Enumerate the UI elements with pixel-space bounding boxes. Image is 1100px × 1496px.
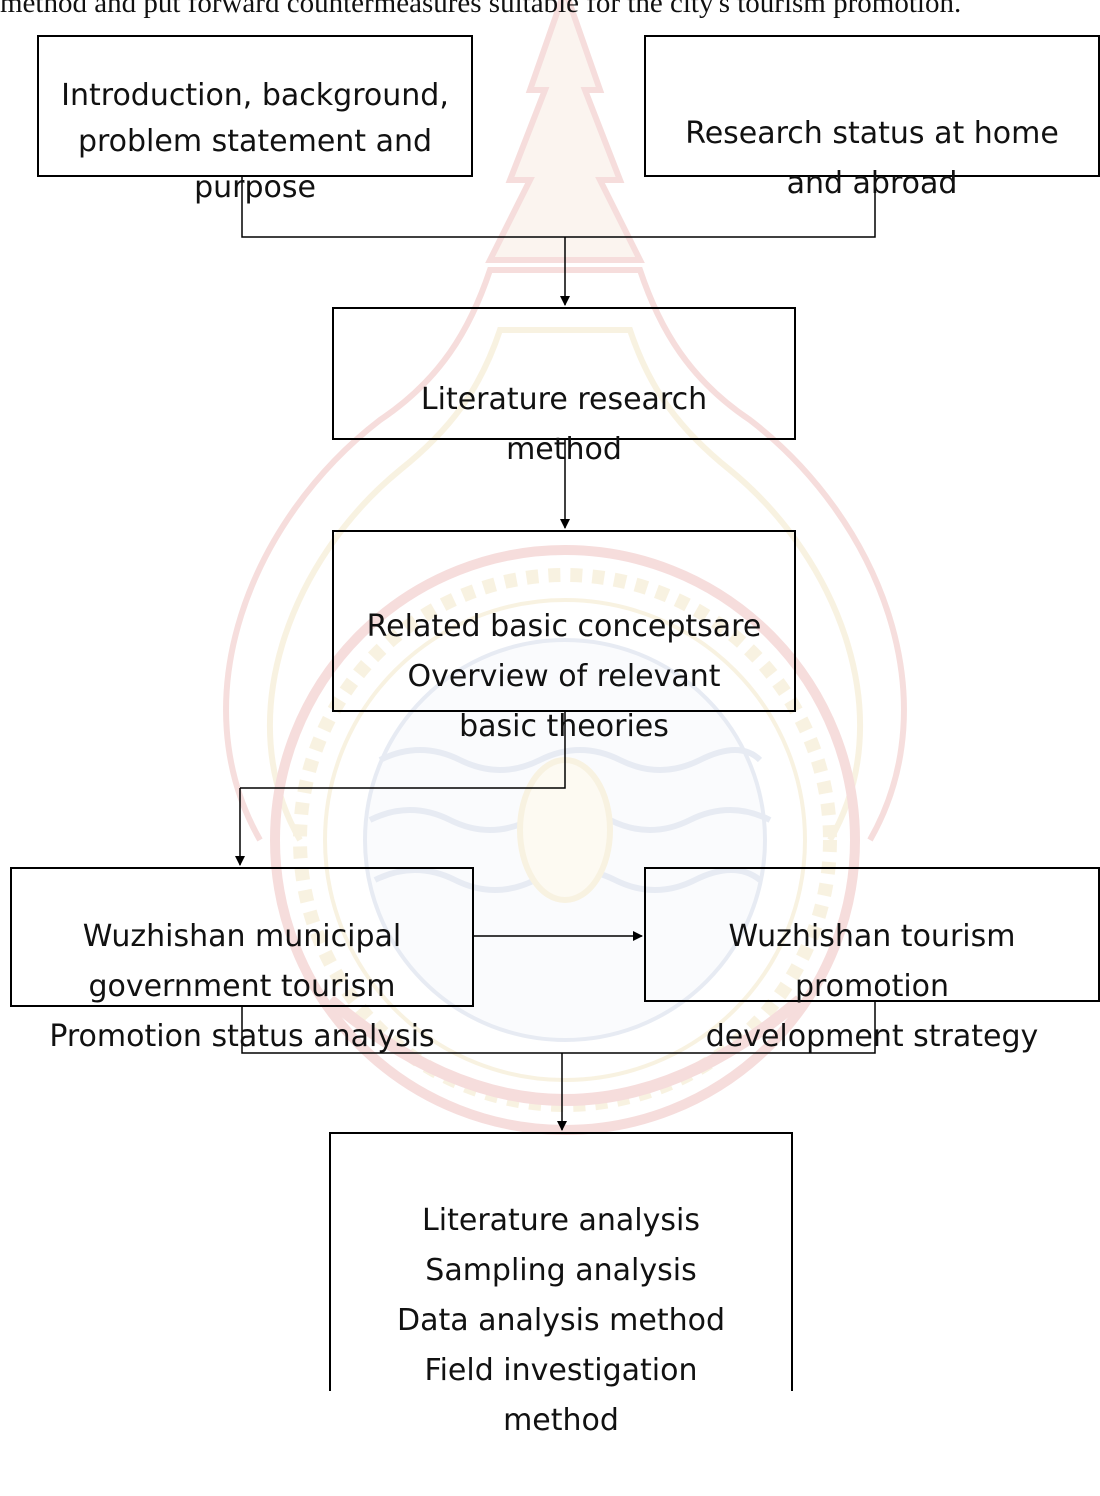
box-analysis-methods: Literature analysis Sampling analysis Da…: [329, 1132, 793, 1438]
connector-status-down: [565, 177, 876, 238]
box-research-status: Research status at home and abroad: [644, 35, 1100, 201]
connector-strategy-down: [562, 1002, 876, 1054]
box-research-status-label: Research status at home and abroad: [685, 116, 1059, 201]
box-development-strategy-label: Wuzhishan tourism promotion development …: [705, 919, 1039, 1054]
connector-intro-down: [241, 177, 565, 238]
box-literature-research-method-label: Literature research method: [420, 382, 708, 467]
box-basic-concepts-label: Related basic conceptsare Overview of re…: [366, 609, 762, 744]
box-development-strategy: Wuzhishan tourism promotion development …: [644, 867, 1100, 1054]
box-literature-research-method: Literature research method: [332, 307, 796, 467]
box-government-analysis-label: Wuzhishan municipal government tourism P…: [49, 919, 435, 1054]
connector-concepts-down: [240, 712, 566, 789]
box-introduction: Introduction, background, problem statem…: [37, 35, 473, 205]
box-analysis-methods-label: Literature analysis Sampling analysis Da…: [396, 1203, 726, 1438]
top-body-text: method and put forward countermeasures s…: [0, 0, 962, 19]
box-government-analysis: Wuzhishan municipal government tourism P…: [10, 867, 474, 1054]
connector-gov-down: [241, 1007, 562, 1054]
box-basic-concepts: Related basic conceptsare Overview of re…: [332, 530, 796, 744]
flowchart-connectors: [235, 177, 876, 1131]
box-introduction-label: Introduction, background, problem statem…: [61, 78, 449, 205]
